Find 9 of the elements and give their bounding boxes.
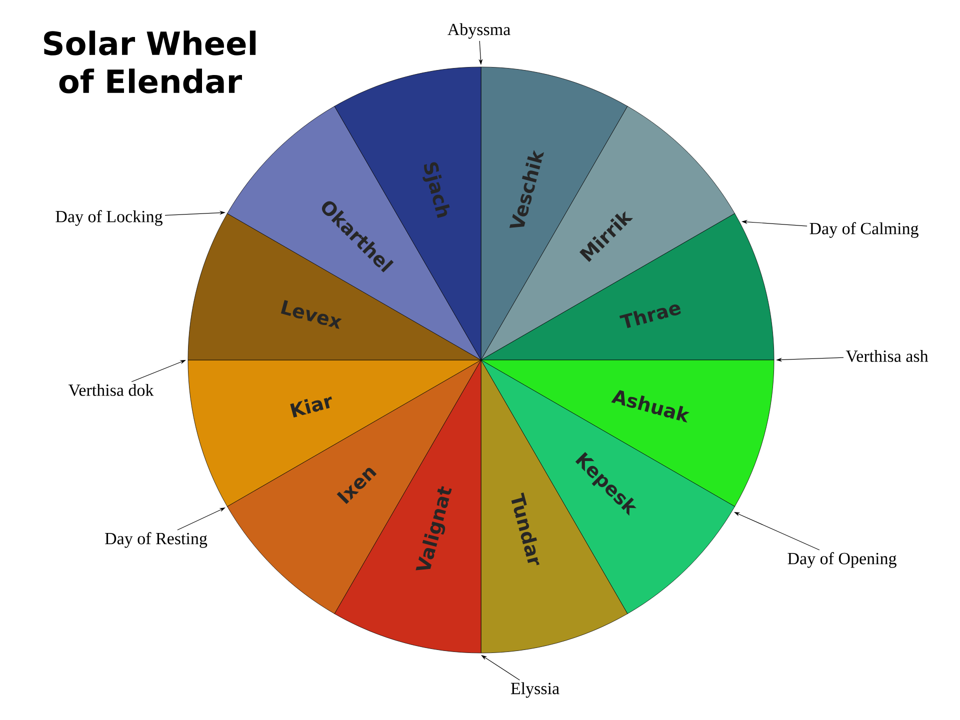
boundary-label: Verthisa ash <box>846 350 928 362</box>
boundary-label: Elyssia <box>510 682 560 698</box>
boundary-label: Abyssma <box>448 23 510 39</box>
boundary-label: Day of Opening <box>788 552 896 568</box>
boundary-label: Day of Calming <box>810 222 918 238</box>
boundary-label: Verthisa dok <box>68 384 154 396</box>
boundary-label: Day of Resting <box>105 532 208 548</box>
boundary-label: Day of Locking <box>56 210 162 226</box>
title: Solar Wheel of Elendar <box>44 30 256 94</box>
